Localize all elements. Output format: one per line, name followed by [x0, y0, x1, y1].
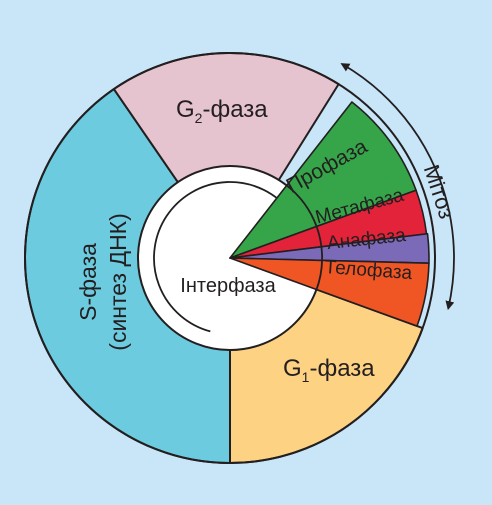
- s-phase-label: S-фаза (синтез ДНК): [75, 213, 131, 350]
- arrow-cw-icon: [340, 63, 455, 311]
- g2-label: G2-фаза: [176, 96, 268, 126]
- arrow-cw-icon: [153, 181, 291, 333]
- interphase-label: Інтерфаза: [180, 275, 276, 297]
- g1-label: G1-фаза: [283, 355, 375, 385]
- svg-text:(синтез ДНК): (синтез ДНК): [105, 213, 131, 350]
- telophase-sector-inner: [229, 257, 323, 291]
- svg-text:S-фаза: S-фаза: [75, 243, 101, 321]
